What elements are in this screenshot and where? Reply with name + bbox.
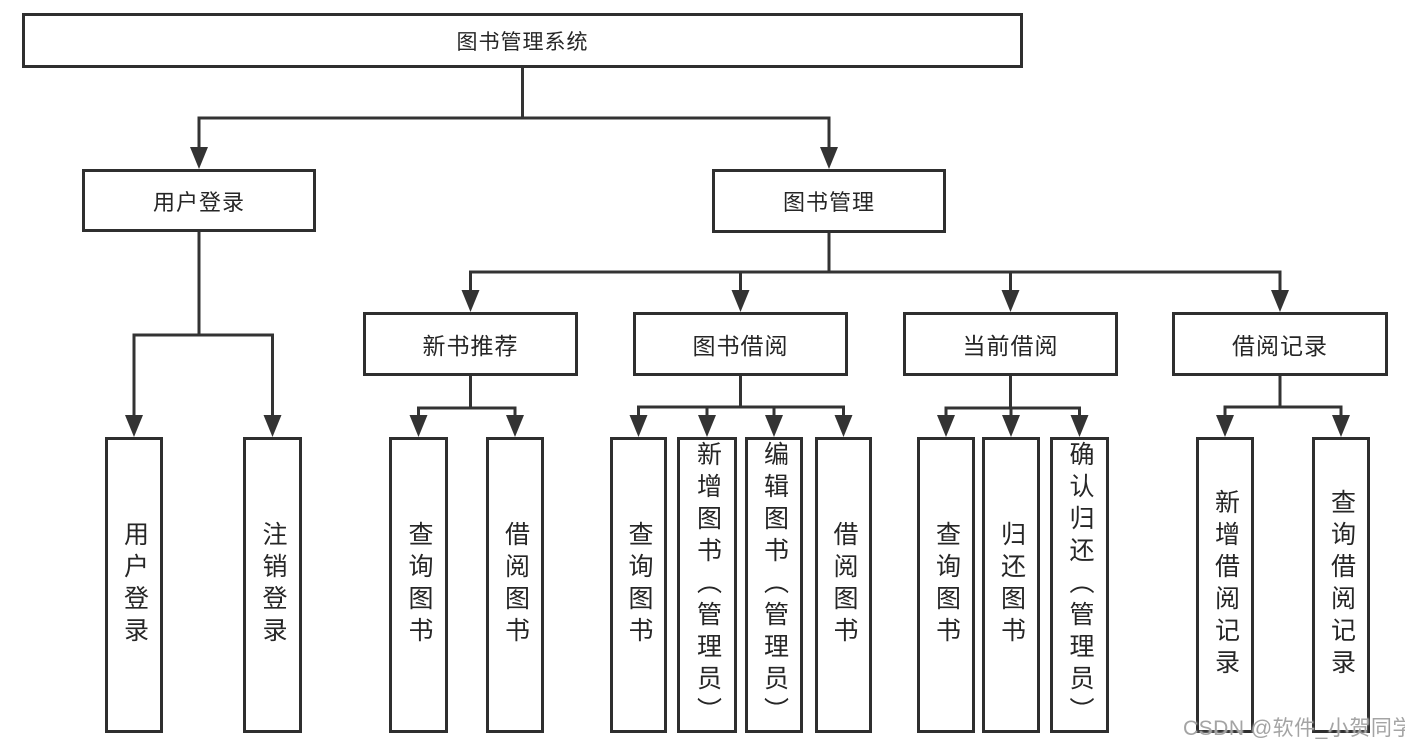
- node-logout-login: 注销登录: [243, 437, 302, 733]
- node-label: 新增图书（管理员）: [693, 441, 722, 729]
- node-borrow-add-book-admin: 新增图书（管理员）: [677, 437, 737, 733]
- connector-borrow-records: [1216, 376, 1350, 437]
- node-label: 图书借阅: [692, 333, 789, 359]
- node-library-management-system: 图书管理系统: [22, 13, 1023, 68]
- node-label: 查询图书: [625, 521, 653, 649]
- node-book-borrowing: 图书借阅: [633, 312, 848, 376]
- node-label: 用户登录: [120, 521, 149, 649]
- node-user-login-branch: 用户登录: [82, 169, 316, 232]
- node-label: 查询图书: [405, 521, 433, 649]
- node-user-login: 用户登录: [105, 437, 163, 733]
- node-label: 当前借阅: [962, 333, 1059, 359]
- node-borrow-query-book: 查询图书: [610, 437, 667, 733]
- node-borrow-borrow-book: 借阅图书: [815, 437, 872, 733]
- node-records-add-record: 新增借阅记录: [1196, 437, 1254, 733]
- node-label: 图书管理系统: [456, 30, 589, 54]
- connector-new-book-recommend: [409, 376, 524, 437]
- node-book-management: 图书管理: [712, 169, 946, 233]
- node-label: 归还图书: [997, 521, 1026, 649]
- connector-book-management-branch: [461, 233, 1289, 312]
- node-label: 查询借阅记录: [1327, 489, 1356, 681]
- connector-user-login-branch: [125, 232, 282, 437]
- node-label: 用户登录: [152, 189, 245, 215]
- node-records-query-record: 查询借阅记录: [1312, 437, 1370, 733]
- node-label: 新书推荐: [422, 333, 519, 359]
- node-label: 注销登录: [259, 521, 287, 649]
- node-label: 借阅记录: [1232, 333, 1328, 359]
- node-label: 借阅图书: [501, 521, 530, 649]
- node-current-confirm-return-admin: 确认归还（管理员）: [1050, 437, 1109, 733]
- csdn-watermark: CSDN @软件_小贺同学: [1183, 717, 1405, 740]
- connector-book-borrowing: [629, 376, 853, 437]
- node-borrow-records: 借阅记录: [1172, 312, 1388, 376]
- node-label: 确认归还（管理员）: [1066, 441, 1094, 729]
- node-recommend-borrow-book: 借阅图书: [486, 437, 544, 733]
- node-current-return-book: 归还图书: [982, 437, 1040, 733]
- node-new-book-recommend: 新书推荐: [363, 312, 578, 376]
- node-label: 图书管理: [782, 190, 875, 215]
- node-label: 新增借阅记录: [1211, 489, 1240, 681]
- connector-root-to-level2: [190, 68, 838, 169]
- node-label: 编辑图书（管理员）: [760, 441, 789, 729]
- node-borrow-edit-book-admin: 编辑图书（管理员）: [745, 437, 803, 733]
- node-label: 查询图书: [932, 521, 961, 649]
- node-recommend-query-book: 查询图书: [389, 437, 448, 733]
- node-current-borrowing: 当前借阅: [903, 312, 1118, 376]
- connector-current-borrowing: [937, 376, 1089, 437]
- node-current-query-book: 查询图书: [917, 437, 975, 733]
- node-label: 借阅图书: [830, 521, 858, 649]
